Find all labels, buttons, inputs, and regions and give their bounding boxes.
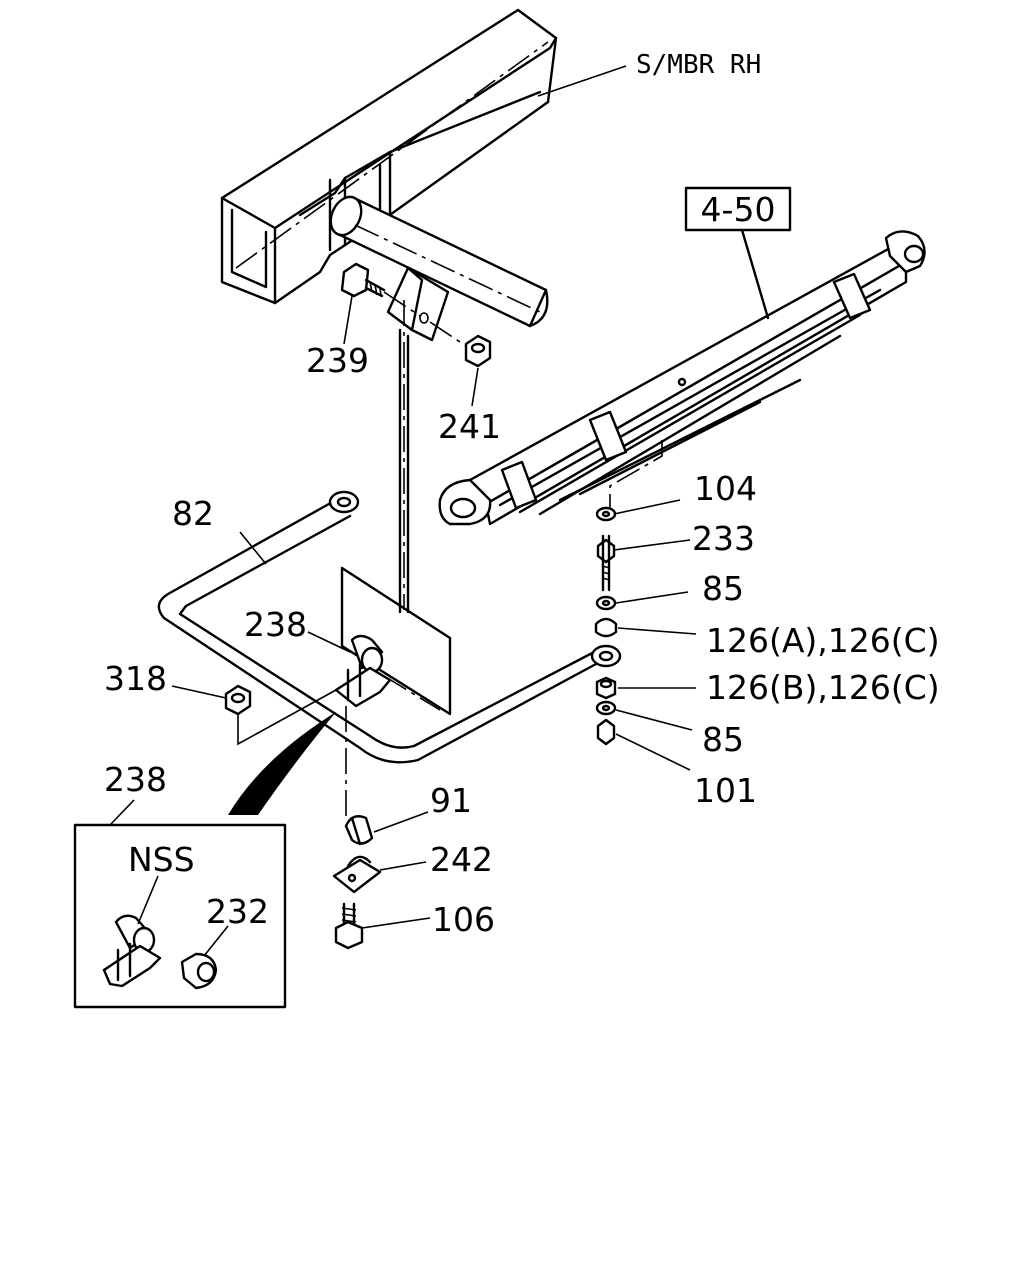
label-126a: 126(A),126(C) [706, 621, 940, 660]
mounting-plate [340, 566, 452, 716]
side-member-frame [220, 8, 558, 305]
label-318: 318 [104, 659, 167, 698]
plate-242 [332, 855, 382, 894]
label-239: 239 [306, 341, 369, 380]
ref-box-4-50: 4-50 [684, 186, 792, 320]
stabilizer-bracket [386, 266, 450, 614]
label-91: 91 [430, 781, 472, 820]
bolt-233 [596, 534, 616, 592]
label-85-upper: 85 [702, 569, 744, 608]
ref-box-label: 4-50 [701, 190, 776, 229]
label-126b: 126(B),126(C) [706, 668, 940, 707]
label-smbr-rh: S/MBR RH [636, 50, 761, 80]
washer-85-lower [595, 700, 617, 716]
stabilizer-bar-82 [157, 490, 622, 764]
nut-318 [224, 684, 337, 746]
label-101: 101 [694, 771, 757, 810]
bushing-126b [595, 676, 617, 700]
label-nss: NSS [128, 840, 195, 879]
bolt-239 [340, 262, 421, 317]
label-82: 82 [172, 494, 214, 533]
bolt-106 [334, 902, 364, 950]
detail-box-238 [73, 823, 287, 1009]
labels: S/MBR RH 239 241 82 238 318 104 233 85 1… [104, 50, 940, 939]
cross-tube [329, 195, 549, 328]
detail-pointer [228, 712, 336, 815]
bushing-238 [334, 634, 441, 711]
bushing-126a [594, 617, 618, 638]
label-238-detail: 238 [104, 760, 167, 799]
label-233: 233 [692, 519, 755, 558]
washer-85-upper [595, 595, 617, 611]
label-241: 241 [438, 407, 501, 446]
label-232: 232 [206, 892, 269, 931]
clamp-91 [344, 815, 374, 846]
label-85-lower: 85 [702, 720, 744, 759]
nut-101 [596, 718, 616, 746]
label-238-main: 238 [244, 605, 307, 644]
nut-241 [429, 321, 492, 368]
label-106: 106 [432, 900, 495, 939]
label-104: 104 [694, 469, 757, 508]
leader-lines [109, 65, 697, 957]
leaf-spring [438, 230, 926, 526]
washer-104 [595, 506, 617, 522]
label-242: 242 [430, 840, 493, 879]
